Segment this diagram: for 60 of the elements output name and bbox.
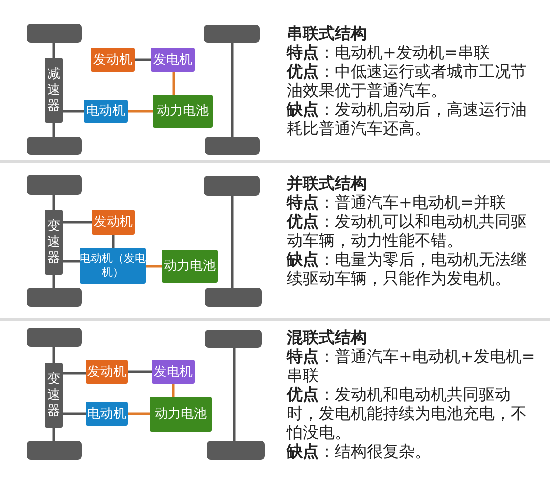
motor-box: 电动机（发电机） (80, 248, 146, 284)
description-text: 特点：普通汽车+电动机+发电机=串联 (287, 347, 536, 385)
wheel-block (205, 330, 262, 348)
engine-box: 发动机 (91, 48, 135, 72)
wheel-block (27, 175, 82, 195)
connector-line (52, 275, 56, 288)
wheel-block (27, 288, 82, 307)
wheel-block (205, 288, 262, 307)
connector-line (135, 58, 151, 62)
wheel-block (205, 137, 260, 155)
connector-line (128, 412, 150, 416)
connector-line (231, 196, 234, 288)
wheel-block (27, 328, 82, 347)
connector-line (128, 370, 152, 374)
engine-box: 发动机 (86, 360, 128, 384)
engine-box: 发动机 (92, 210, 135, 235)
gearbox-box: 变速器 (45, 210, 63, 275)
battery-box: 动力电池 (162, 250, 218, 283)
wheel-block (27, 441, 82, 460)
motor-box: 电动机 (86, 402, 128, 426)
connector-line (172, 72, 176, 95)
description-text: 缺点：结构很复杂。 (287, 442, 432, 461)
description-text: 特点：普通汽车+电动机=并联 (287, 193, 507, 212)
connector-line (233, 348, 236, 441)
connector-line (63, 221, 92, 224)
section-heading: 并联式结构 (287, 174, 368, 193)
connector-line (52, 347, 56, 363)
motor-box: 电动机 (84, 100, 128, 123)
connector-line (146, 265, 162, 268)
wheel-block (207, 441, 265, 460)
description-text: 优点：中低速运行或者城市工况节油效果优于普通汽车。 (287, 62, 528, 100)
connector-line (63, 372, 86, 375)
wheel-block (27, 137, 82, 155)
connector-line (52, 428, 56, 441)
description-text: 缺点：电量为零后，电动机无法继续驱动车辆，只能作为发电机。 (287, 250, 528, 288)
description-text: 优点：发动机和电动机共同驱动时，发电机能持续为电池充电，不怕没电。 (287, 385, 528, 442)
connector-line (63, 412, 86, 416)
wheel-block (27, 24, 82, 43)
description-text: 特点：电动机+发动机=串联 (287, 43, 491, 62)
connector-line (112, 235, 115, 248)
battery-box: 动力电池 (153, 95, 213, 128)
connector-line (52, 43, 56, 58)
connector-line (63, 260, 80, 263)
connector-line (52, 195, 56, 210)
generator-box: 发电机 (151, 48, 195, 72)
wheel-block (204, 25, 260, 43)
gearbox-box: 减速器 (45, 58, 63, 123)
wheel-block (204, 176, 260, 196)
connector-line (128, 110, 153, 113)
gearbox-box: 变速器 (45, 363, 63, 428)
connector-line (63, 110, 84, 113)
description-text: 优点：发动机可以和电动机共同驱动车辆，动力性能不错。 (287, 212, 528, 250)
battery-box: 动力电池 (150, 397, 212, 432)
connector-line (231, 43, 234, 137)
section-heading: 混联式结构 (287, 328, 368, 347)
connector-line (172, 384, 175, 397)
section-heading: 串联式结构 (287, 24, 368, 43)
connector-line (52, 123, 56, 137)
description-text: 缺点：发动机启动后，高速运行油耗比普通汽车还高。 (287, 100, 528, 138)
generator-box: 发电机 (152, 360, 195, 384)
